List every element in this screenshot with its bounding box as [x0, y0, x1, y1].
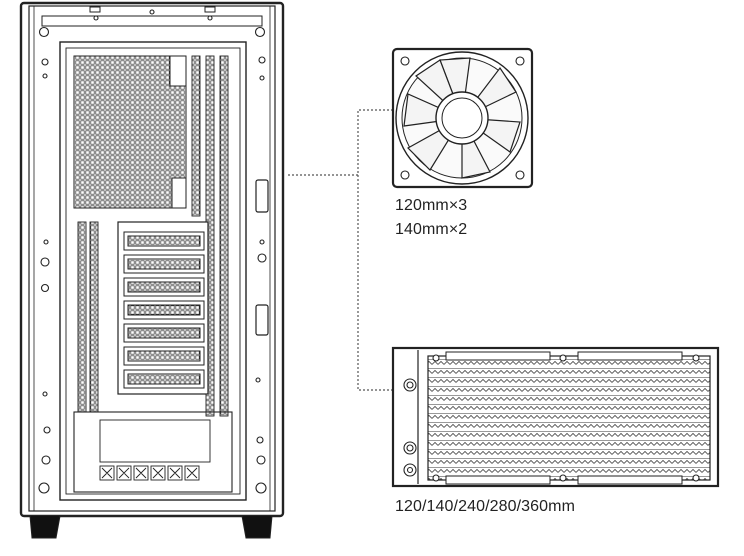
radiator-size-label: 120/140/240/280/360mm [395, 498, 576, 515]
cooling-fan-icon [391, 47, 534, 189]
pc-case-rear [19, 1, 285, 539]
leader-lines [288, 109, 393, 391]
pci-slots [123, 231, 205, 389]
fan-size-label-120: 120mm×3 [395, 197, 468, 214]
radiator-icon [391, 346, 720, 488]
fan-size-label-140: 140mm×2 [395, 221, 468, 238]
